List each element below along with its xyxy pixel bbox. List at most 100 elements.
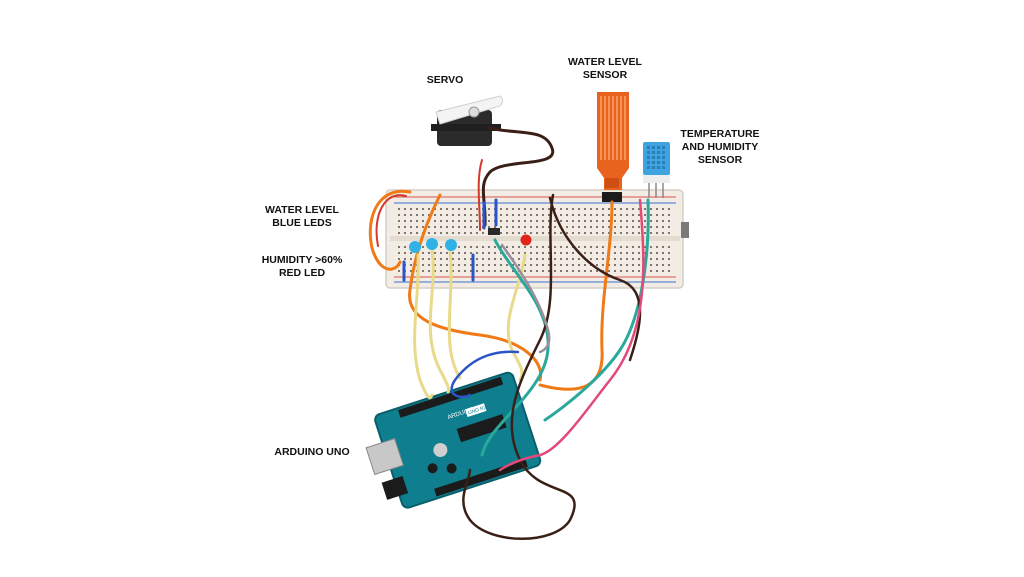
breadboard-hole [632, 252, 634, 254]
breadboard-hole [638, 264, 640, 266]
breadboard-hole [434, 232, 436, 234]
wire-orange-sensor [538, 200, 614, 391]
breadboard-hole [434, 252, 436, 254]
breadboard-hole [476, 264, 478, 266]
breadboard-hole [530, 270, 532, 272]
breadboard-hole [506, 264, 508, 266]
breadboard-hole [524, 246, 526, 248]
breadboard-hole [452, 258, 454, 260]
dht-grille-hole [647, 166, 650, 169]
breadboard-hole [554, 220, 556, 222]
breadboard-hole [536, 226, 538, 228]
breadboard-hole [626, 220, 628, 222]
breadboard-hole [590, 270, 592, 272]
breadboard-hole [470, 226, 472, 228]
breadboard-hole [620, 258, 622, 260]
breadboard-hole [524, 208, 526, 210]
breadboard-hole [518, 226, 520, 228]
breadboard-hole [482, 264, 484, 266]
breadboard-hole [506, 220, 508, 222]
breadboard-hole [614, 214, 616, 216]
label-water-level-sensor: WATER LEVEL SENSOR [563, 56, 647, 82]
breadboard-hole [542, 220, 544, 222]
breadboard-hole [548, 226, 550, 228]
breadboard-hole [464, 214, 466, 216]
breadboard-hole [668, 270, 670, 272]
breadboard-hole [518, 246, 520, 248]
breadboard-hole [554, 208, 556, 210]
breadboard-hole [422, 252, 424, 254]
breadboard-hole [548, 258, 550, 260]
breadboard-hole [650, 258, 652, 260]
breadboard-hole [458, 252, 460, 254]
breadboard-hole [536, 214, 538, 216]
breadboard-hole [404, 258, 406, 260]
breadboard-hole [614, 220, 616, 222]
led-blue-3 [445, 239, 457, 251]
breadboard-hole [566, 264, 568, 266]
wire-pink [498, 198, 645, 472]
wire-brown-1 [548, 196, 642, 362]
dht-grille-hole [647, 146, 650, 149]
breadboard-hole [488, 208, 490, 210]
breadboard-hole [452, 232, 454, 234]
breadboard-hole [464, 220, 466, 222]
breadboard-hole [566, 232, 568, 234]
breadboard-hole [470, 252, 472, 254]
breadboard-hole [554, 232, 556, 234]
breadboard-hole [656, 270, 658, 272]
breadboard-hole [440, 220, 442, 222]
breadboard-hole [446, 208, 448, 210]
breadboard-hole [608, 220, 610, 222]
breadboard-hole [452, 270, 454, 272]
label-red-led-line2: RED LED [278, 267, 326, 279]
dht-grille-hole [647, 161, 650, 164]
breadboard-hole [566, 208, 568, 210]
breadboard-hole [494, 258, 496, 260]
label-arduino-uno: ARDUINO UNO [270, 446, 354, 459]
breadboard-hole [644, 214, 646, 216]
dht-grille-hole [657, 166, 660, 169]
breadboard-hole [446, 258, 448, 260]
breadboard-hole [626, 226, 628, 228]
breadboard-hole [626, 208, 628, 210]
breadboard-hole [602, 232, 604, 234]
breadboard-hole [398, 208, 400, 210]
label-blue-leds: WATER LEVEL BLUE LEDS [262, 204, 342, 230]
breadboard-hole [464, 232, 466, 234]
breadboard-hole [572, 220, 574, 222]
breadboard-hole [536, 264, 538, 266]
breadboard-hole [626, 232, 628, 234]
breadboard-hole [512, 246, 514, 248]
dht-grille-hole [647, 151, 650, 154]
breadboard-hole [404, 232, 406, 234]
breadboard-hole [410, 232, 412, 234]
breadboard-hole [410, 226, 412, 228]
wire-orange-arduino [408, 193, 543, 382]
breadboard-hole [542, 226, 544, 228]
dht-grille-hole [662, 161, 665, 164]
breadboard-hole [614, 232, 616, 234]
breadboard-hole [482, 246, 484, 248]
breadboard-hole [566, 252, 568, 254]
breadboard-hole [524, 226, 526, 228]
breadboard-hole [458, 246, 460, 248]
breadboard-hole [614, 252, 616, 254]
breadboard-hole [620, 232, 622, 234]
label-blue-leds-line1: WATER LEVEL [265, 204, 339, 216]
breadboard-hole [470, 264, 472, 266]
breadboard-hole [530, 208, 532, 210]
breadboard-hole [470, 232, 472, 234]
breadboard-hole [446, 220, 448, 222]
breadboard-hole [620, 252, 622, 254]
breadboard-hole [422, 270, 424, 272]
breadboard-hole [506, 208, 508, 210]
breadboard-hole [488, 214, 490, 216]
dht-grille-hole [662, 146, 665, 149]
breadboard-hole [494, 264, 496, 266]
breadboard-hole [530, 246, 532, 248]
breadboard-hole [548, 232, 550, 234]
breadboard-hole [596, 214, 598, 216]
breadboard-hole [518, 220, 520, 222]
